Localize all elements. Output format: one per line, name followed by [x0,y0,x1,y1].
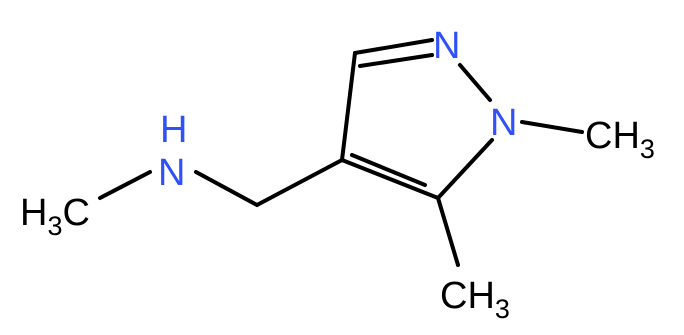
atom-n-ring-methyl: N [490,102,517,144]
atom-ch3-left-sub: 3 [47,211,62,241]
atom-ch3-bottom-sub: 3 [495,294,510,324]
bond-ch2-c4 [255,158,344,207]
bond-c5-c4-a [340,158,440,200]
atom-ch3-left-h: H [20,192,47,234]
atom-ch3-bottom: CH3 [440,275,510,324]
atom-n-amine: N [158,152,185,194]
bond-ch3-nh [98,170,152,200]
bond-c4-c3 [340,51,357,162]
bond-nh-ch2 [194,170,259,207]
atom-ch3-left-c: C [62,192,89,234]
atom-ch3-right-sub: 3 [640,134,655,164]
atom-h-on-n: H [160,109,187,151]
bond-layer [98,38,584,267]
atom-ch3-left: H3C [20,192,90,241]
atom-label-layer: N N H N CH3 CH3 H3C [20,25,655,324]
atom-ch3-bottom-main: CH [440,275,495,317]
atom-ch3-right-main: CH [585,115,640,157]
atom-ch3-right: CH3 [585,115,655,164]
atom-n-ring-top: N [433,25,460,67]
bond-n2-n1 [458,63,492,102]
bond-c5-c4-b [350,153,427,187]
bond-n1-c5 [436,138,494,200]
bond-c3-n2-b [358,53,434,68]
bond-c5-ch3 [436,196,460,267]
bond-c3-n2-a [353,38,434,55]
bond-n1-ch3 [520,120,584,134]
